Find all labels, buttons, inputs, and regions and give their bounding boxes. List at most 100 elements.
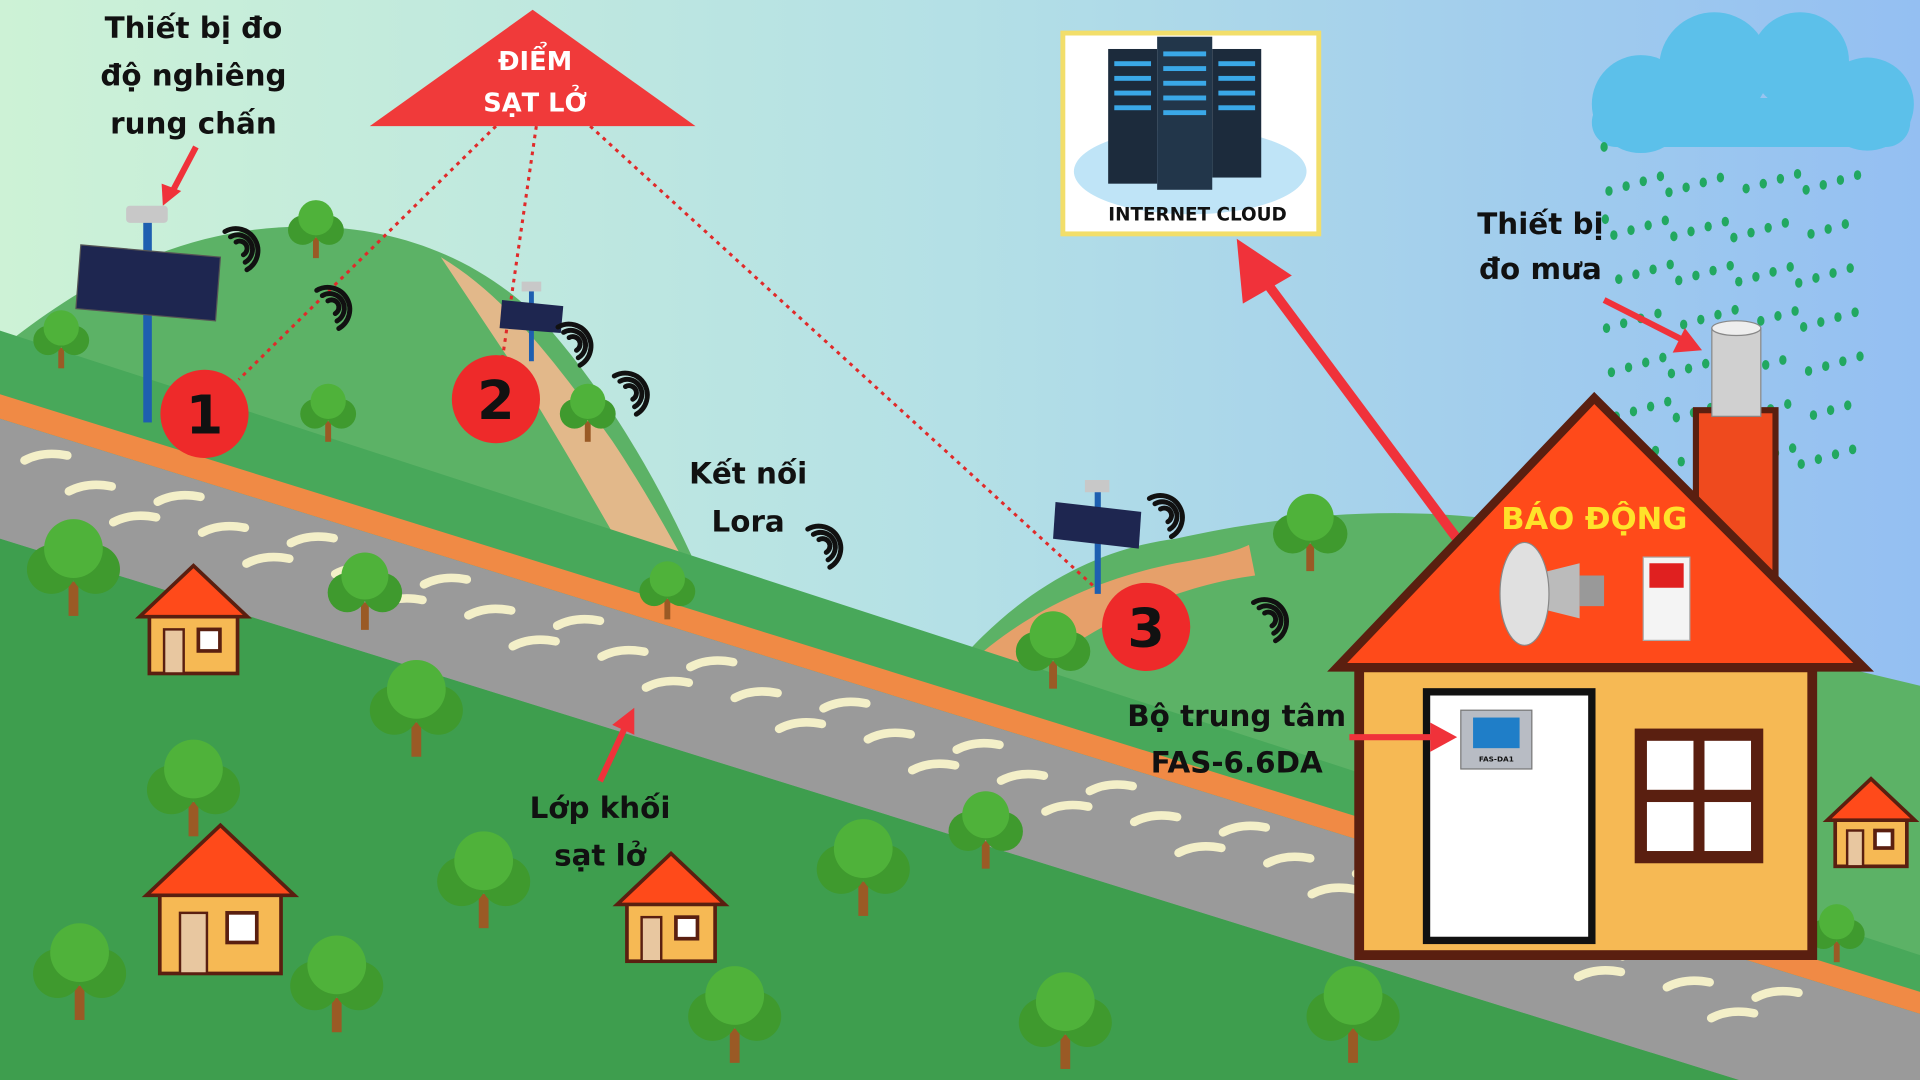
- debris-streak: [996, 769, 1049, 785]
- rain-drop: [1624, 362, 1633, 373]
- small-houses: [134, 563, 1920, 976]
- debris-streak: [552, 614, 605, 631]
- rain-drop: [1786, 262, 1794, 272]
- tree: [1808, 904, 1865, 963]
- rain-drop: [1721, 216, 1729, 227]
- internet-cloud-box: INTERNET CLOUD: [1060, 30, 1322, 237]
- tree: [948, 791, 1023, 869]
- rain-gauge-label-1: Thiết bị: [1477, 207, 1603, 241]
- debris-streak: [1174, 842, 1226, 858]
- sensor-station-2: [499, 281, 564, 362]
- rain-drop: [1851, 307, 1859, 318]
- tree: [26, 519, 120, 616]
- debris-streak: [242, 552, 294, 568]
- rain-drop: [1672, 412, 1680, 423]
- rain-drop: [1804, 366, 1813, 376]
- rain-drop: [1677, 456, 1685, 467]
- upload-arrow: [1236, 238, 1462, 542]
- rain-drop: [1714, 309, 1722, 320]
- rain-drop: [1788, 443, 1797, 454]
- rain-drop: [1836, 175, 1845, 185]
- rain-drop: [1601, 214, 1609, 225]
- tilt-sensor-label-3: rung chấn: [110, 106, 277, 140]
- tilt-sensor-label-1: Thiết bị đo: [105, 11, 283, 45]
- tree: [33, 310, 90, 369]
- wifi-icon: [314, 284, 353, 331]
- rain-drop: [1675, 275, 1683, 286]
- debris-streak: [774, 718, 827, 734]
- lora-label-1: Kết nối: [689, 457, 807, 491]
- wifi-icon: [222, 226, 261, 273]
- wifi-icon: [805, 523, 844, 570]
- debris-streak: [1307, 883, 1359, 899]
- rain-drop: [1716, 172, 1725, 183]
- rain-drop: [1807, 228, 1815, 239]
- rain-drop: [1776, 173, 1785, 184]
- control-house: BÁO ĐỘNG FAS-DA1: [1327, 320, 1875, 960]
- rain-drop: [1742, 183, 1750, 194]
- debris-streak: [952, 738, 1004, 754]
- tree: [33, 923, 127, 1020]
- rain-drop: [1665, 187, 1673, 198]
- rain-drop: [1793, 168, 1802, 179]
- rain-drop: [1814, 454, 1823, 465]
- debris-streak: [1085, 780, 1137, 796]
- tree: [290, 935, 384, 1033]
- debris-streak: [197, 521, 250, 537]
- wireless-signals: [222, 226, 1289, 644]
- controller-label-2: FAS-6.6DA: [1151, 746, 1323, 780]
- tilt-sensor-label-2: độ nghiêng: [100, 59, 286, 93]
- debris-streak: [819, 697, 871, 713]
- debris-streak: [863, 728, 916, 744]
- rain-drop: [1646, 401, 1655, 412]
- marker-1: 1: [160, 369, 249, 458]
- small-house: [141, 822, 300, 976]
- rain-drop: [1709, 265, 1717, 276]
- rain-drop: [1627, 225, 1635, 236]
- debris-streak: [1662, 976, 1714, 992]
- rain-drop: [1834, 312, 1842, 323]
- rain-drop: [1600, 142, 1608, 152]
- triangle-line-2: SẠT LỞ: [483, 82, 587, 118]
- rain-drop: [1602, 323, 1611, 334]
- rain-drop: [1769, 266, 1777, 277]
- rain-drop: [1844, 400, 1852, 411]
- rain-drop: [1697, 314, 1705, 325]
- rain-drop: [1779, 355, 1787, 365]
- rain-drop: [1639, 176, 1647, 187]
- tree: [816, 819, 910, 916]
- rain-drop: [1649, 264, 1657, 275]
- rain-drop: [1781, 217, 1789, 228]
- rain-drop: [1809, 410, 1818, 420]
- debris-streak: [419, 573, 472, 589]
- debris-streak: [641, 676, 694, 692]
- siren-icon: [1642, 556, 1691, 642]
- rain-drop: [1752, 271, 1760, 282]
- debris-streak: [20, 449, 72, 465]
- cloud-label: INTERNET CLOUD: [1108, 204, 1286, 225]
- rain-drop: [1654, 308, 1662, 319]
- rain-drop: [1841, 219, 1849, 229]
- rain-gauge-label-2: đo mưa: [1479, 252, 1602, 286]
- marker-3-label: 3: [1127, 597, 1164, 660]
- tree: [146, 739, 240, 837]
- rain-drop: [1699, 177, 1707, 188]
- tree: [300, 383, 357, 442]
- wifi-icon: [1146, 493, 1185, 540]
- debris-streak: [508, 635, 560, 651]
- tree: [437, 831, 531, 929]
- debris-streak: [153, 490, 205, 507]
- debris-streak: [1706, 1007, 1759, 1023]
- rain-drop: [1839, 356, 1847, 367]
- landslide-point-triangle: ĐIỂM SẠT LỞ: [369, 9, 696, 127]
- rain-drop: [1829, 268, 1837, 278]
- rain-drops: [1600, 142, 1864, 469]
- debris-streak: [64, 480, 117, 496]
- rain-drop: [1747, 227, 1755, 238]
- debris-streak: [1573, 966, 1626, 982]
- rain-drop: [1687, 226, 1695, 237]
- wifi-icon: [611, 370, 650, 417]
- debris-streak: [1129, 811, 1182, 827]
- rain-drop: [1667, 368, 1676, 379]
